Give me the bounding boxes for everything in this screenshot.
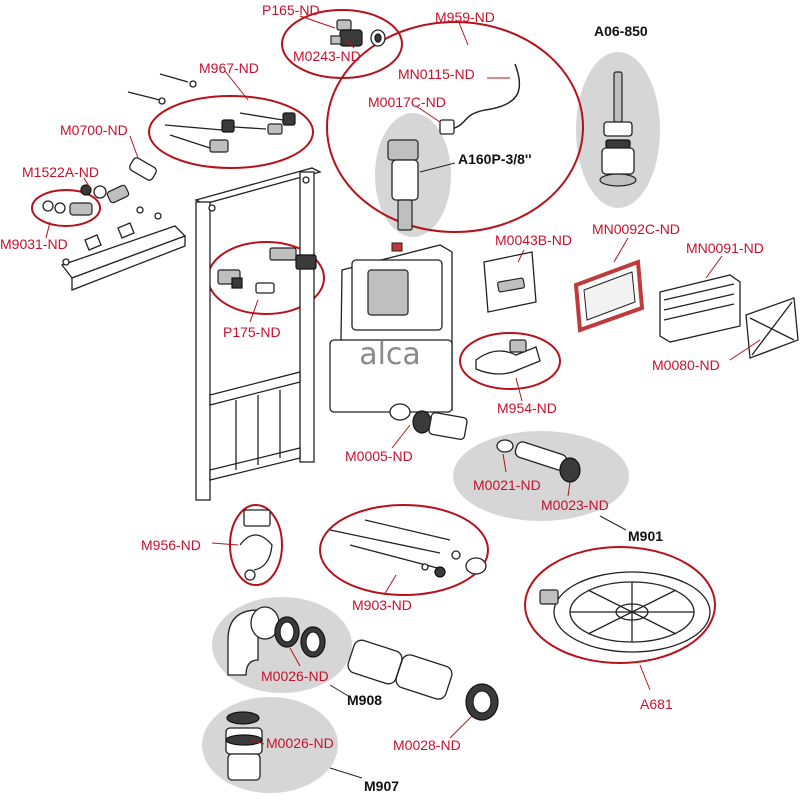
label-m959: M959-ND: [435, 9, 495, 25]
push-rod-part: [475, 339, 541, 375]
connector-pipe-part: [42, 157, 157, 216]
label-m0080: M0080-ND: [652, 357, 720, 373]
label-m0026-b: M0026-ND: [266, 735, 334, 751]
label-a681: A681: [640, 696, 673, 712]
label-mn0092c: MN0092C-ND: [592, 221, 680, 237]
group-ring-m954: [459, 332, 561, 390]
support-grid-part: [539, 571, 711, 653]
flush-button-pin: [391, 242, 403, 252]
label-m0700: M0700-ND: [60, 122, 128, 138]
label-a160p: A160P-3/8'': [458, 151, 532, 167]
drain-connector-part: [225, 711, 263, 781]
label-m0028: M0028-ND: [393, 737, 461, 753]
label-p165: P165-ND: [262, 2, 320, 18]
mounting-bracket-part: [60, 206, 187, 291]
label-mn0115: MN0115-ND: [398, 66, 475, 82]
group-ring-a681: [524, 546, 716, 664]
outlet-seal-part: [389, 403, 468, 440]
group-ring-m9031: [31, 189, 101, 227]
drain-elbow-part: [227, 606, 326, 676]
installation-frame: [194, 167, 322, 501]
group-bg-m901: [453, 431, 629, 521]
threaded-rods-part: [329, 519, 487, 578]
group-ring-m903: [319, 504, 489, 596]
label-m0017c: M0017C-ND: [368, 94, 446, 110]
label-m956: M956-ND: [141, 537, 201, 553]
straight-pipe-part: [347, 639, 499, 721]
fill-valve-hose-part: [387, 63, 521, 231]
label-mn0091: MN0091-ND: [686, 240, 764, 256]
label-m967: M967-ND: [199, 60, 259, 76]
group-ring-m956: [229, 504, 283, 586]
label-m903: M903-ND: [352, 597, 412, 613]
label-m0005: M0005-ND: [345, 448, 413, 464]
bolt-set-part: [127, 73, 296, 153]
group-ring-m959: [326, 21, 584, 233]
label-m0023: M0023-ND: [541, 497, 609, 513]
label-m0243: M0243-ND: [293, 48, 361, 64]
label-m1522a: M1522A-ND: [22, 164, 99, 180]
valve-head-part: [330, 19, 386, 47]
brand-logo-text: alca: [359, 337, 421, 372]
label-m0043b: M0043B-ND: [495, 232, 572, 248]
installation-box-part: [659, 274, 741, 343]
label-a06-850: A06-850: [594, 23, 648, 39]
pipe-bracket-part: [239, 509, 273, 581]
label-m9031: M9031-ND: [0, 236, 68, 252]
label-m0021: M0021-ND: [473, 477, 541, 493]
frame-clips-part: [217, 247, 317, 294]
mounting-plate-part: [483, 251, 537, 313]
label-m908: M908: [347, 692, 382, 708]
label-m0026-a: M0026-ND: [261, 668, 329, 684]
leader-lines: [45, 15, 761, 779]
label-p175: P175-ND: [223, 324, 281, 340]
label-m954: M954-ND: [497, 400, 557, 416]
label-m901: M901: [628, 528, 663, 544]
grid-plate-part: [745, 297, 799, 359]
label-m907: M907: [364, 778, 399, 794]
flush-valve-part: [599, 71, 637, 187]
red-frame-part: [573, 259, 645, 333]
group-ring-m967: [148, 95, 314, 169]
cistern-tank: [329, 242, 453, 413]
